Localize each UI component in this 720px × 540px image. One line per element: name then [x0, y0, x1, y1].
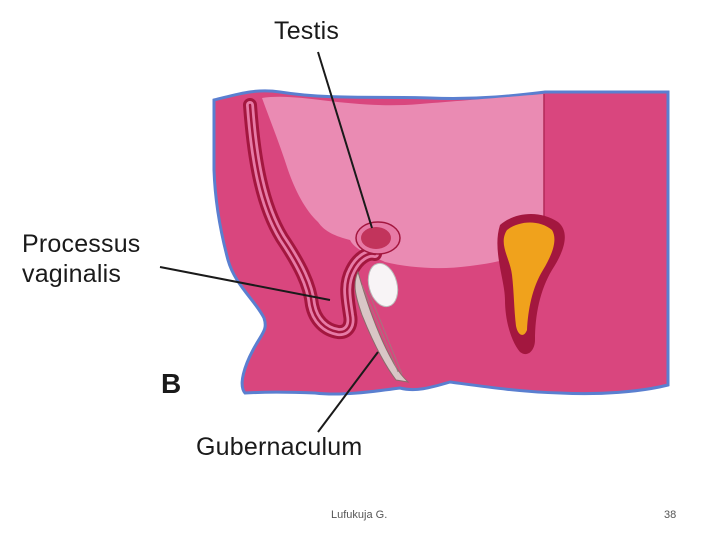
processus-label-line2: vaginalis	[22, 260, 122, 288]
gubernaculum-fibers	[361, 284, 403, 375]
gubernaculum-leader-line	[317, 351, 379, 433]
right-structure-core	[503, 222, 555, 335]
testis-core	[361, 227, 391, 249]
processus-label-line1: Processus	[22, 230, 141, 258]
testis-label: Testis	[274, 17, 340, 45]
panel-letter: B	[161, 368, 182, 399]
peritoneal-cavity	[262, 94, 544, 269]
white-oval	[367, 262, 399, 308]
page-number: 38	[664, 509, 677, 521]
gubernaculum-label: Gubernaculum	[196, 433, 363, 461]
footer-author: Lufukuja G.	[331, 509, 388, 521]
testis-leader-line	[317, 51, 373, 229]
gubernaculum-shape	[354, 270, 410, 383]
processus-leader-line	[159, 266, 331, 301]
processus-layer-inner	[248, 103, 377, 334]
